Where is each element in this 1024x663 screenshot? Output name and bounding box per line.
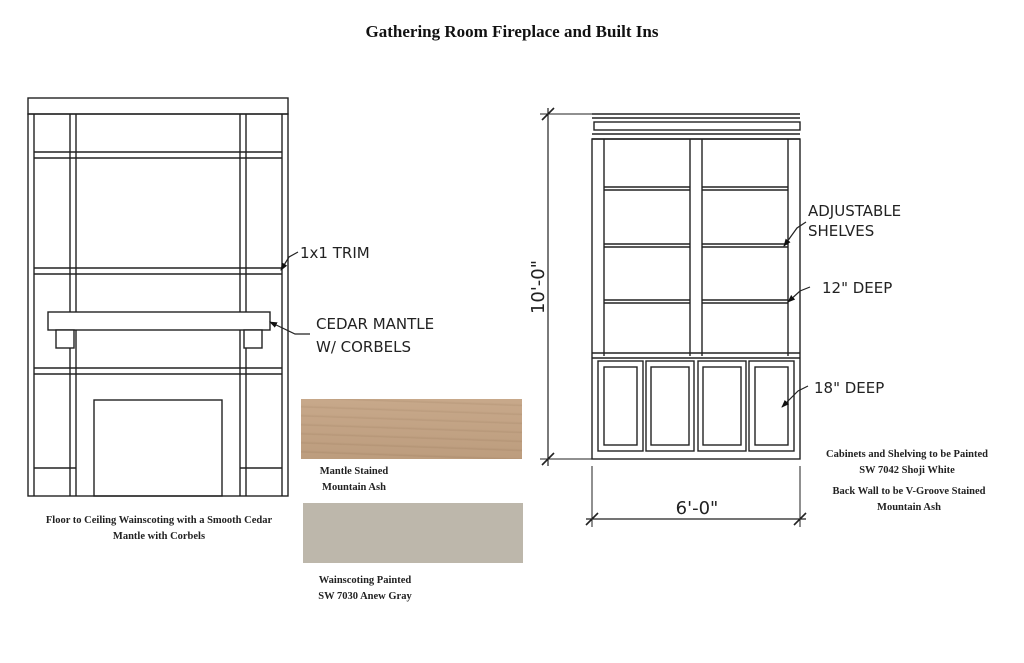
height-dimension-text: 10'-0" bbox=[528, 260, 549, 314]
shelves-leader-arrow bbox=[783, 221, 807, 247]
backwall-stain-note: Back Wall to be V-Groove Stained Mountai… bbox=[812, 484, 1006, 516]
trim-leader-arrow bbox=[280, 251, 299, 271]
cabinet-door-1 bbox=[597, 360, 644, 452]
upper-depth-callout: 12" DEEP bbox=[822, 279, 892, 297]
backwall-stain-note-line2: Mountain Ash bbox=[877, 502, 941, 513]
mantle-stain-swatch bbox=[301, 399, 522, 459]
fireplace-caption: Floor to Ceiling Wainscoting with a Smoo… bbox=[24, 513, 294, 545]
cabinet-door-3 bbox=[697, 360, 747, 452]
shelves-callout-line2: SHELVES bbox=[808, 222, 874, 240]
wainscot-swatch-label-line2: SW 7030 Anew Gray bbox=[318, 591, 412, 602]
mantle-swatch-label-line2: Mountain Ash bbox=[322, 482, 386, 493]
fireplace-elevation bbox=[27, 97, 310, 497]
wainscot-swatch-label-line1: Wainscoting Painted bbox=[318, 575, 412, 586]
corbel-right bbox=[243, 329, 263, 349]
shelves-callout-line1: ADJUSTABLE bbox=[808, 202, 901, 220]
corbel-left bbox=[55, 329, 75, 349]
mantle-leader-arrow bbox=[269, 321, 310, 335]
cabinet-door-4 bbox=[748, 360, 795, 452]
width-dimension-text: 6'-0" bbox=[676, 498, 719, 519]
cabinet-door-2 bbox=[645, 360, 695, 452]
mantle-swatch-label: Mantle Stained Mountain Ash bbox=[306, 464, 402, 496]
lower-depth-callout: 18" DEEP bbox=[814, 379, 884, 397]
wainscot-swatch-label: Wainscoting Painted SW 7030 Anew Gray bbox=[306, 573, 424, 605]
cabinet-paint-note-line2: SW 7042 Shoji White bbox=[859, 465, 955, 476]
mantle-callout-line2: W/ CORBELS bbox=[316, 338, 411, 356]
mantle-swatch-label-line1: Mantle Stained bbox=[319, 466, 389, 477]
firebox-opening bbox=[93, 399, 223, 497]
cabinet-outline bbox=[591, 138, 801, 460]
fireplace-wall-outline bbox=[27, 113, 289, 497]
lower-depth-leader-arrow bbox=[781, 385, 809, 408]
cabinet-paint-note-line1: Cabinets and Shelving to be Painted bbox=[826, 449, 988, 460]
mantle-callout-line1: CEDAR MANTLE bbox=[316, 315, 434, 333]
ceiling-crown bbox=[27, 97, 289, 115]
trim-callout: 1x1 TRIM bbox=[300, 244, 370, 262]
upper-depth-leader-arrow bbox=[787, 286, 811, 303]
fireplace-caption-line1: Floor to Ceiling Wainscoting with a Smoo… bbox=[45, 515, 273, 526]
backwall-stain-note-line1: Back Wall to be V-Groove Stained bbox=[832, 486, 986, 497]
wainscot-paint-swatch bbox=[303, 503, 523, 563]
builtin-elevation bbox=[540, 107, 811, 527]
fireplace-caption-line2: Mantle with Corbels bbox=[112, 531, 206, 542]
sheet-title: Gathering Room Fireplace and Built Ins bbox=[365, 22, 659, 41]
cedar-mantle bbox=[47, 311, 271, 331]
cabinet-crown bbox=[593, 121, 801, 131]
cabinet-paint-note: Cabinets and Shelving to be Painted SW 7… bbox=[812, 447, 1002, 479]
